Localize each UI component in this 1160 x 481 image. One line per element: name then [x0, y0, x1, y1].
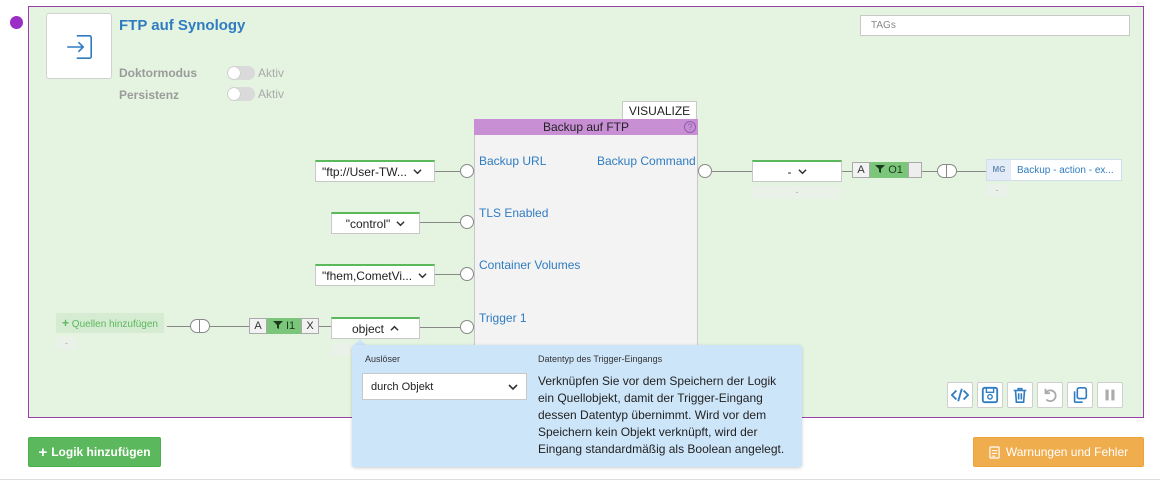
trigger-filter-button[interactable]: I1 [267, 318, 301, 334]
output-label-backup-command: Backup Command [597, 154, 696, 168]
code-button[interactable] [947, 382, 973, 408]
connector-line [319, 326, 331, 327]
help-icon[interactable]: ? [684, 121, 696, 133]
option-label-doctor-mode: Doktormodus [119, 66, 197, 80]
connector-line [167, 326, 192, 327]
add-sources-sub: - [56, 337, 77, 350]
input-label-tls-enabled: TLS Enabled [479, 206, 549, 220]
target-object[interactable]: MG Backup - action - ex... [986, 159, 1122, 181]
add-logic-label: Logik hinzufügen [51, 445, 151, 459]
container-volumes-value: "fhem,CometVi... [322, 268, 413, 283]
connector-line [435, 171, 462, 172]
pause-button[interactable] [1097, 382, 1123, 408]
link-toggle[interactable] [190, 319, 210, 333]
trigger-type-dropdown[interactable]: object [331, 317, 420, 339]
save-button[interactable] [977, 382, 1003, 408]
node-header: Backup auf FTP [474, 119, 698, 135]
trigger-remove-button[interactable]: X [301, 318, 319, 334]
input-port-trigger-1[interactable] [460, 320, 474, 334]
trigger-mode-label: Auslöser [365, 354, 401, 364]
logic-node [474, 119, 698, 347]
add-sources-label: Quellen hinzufügen [71, 319, 158, 330]
connector-line [922, 171, 938, 172]
output-seg-a[interactable]: A [852, 162, 870, 178]
plus-icon: + [62, 316, 70, 330]
logic-title: FTP auf Synology [119, 17, 246, 34]
copy-icon [1073, 386, 1088, 404]
delete-button[interactable] [1007, 382, 1033, 408]
undo-icon [1044, 388, 1057, 402]
popover-arrow [354, 339, 366, 345]
code-icon [951, 388, 969, 402]
trigger-seg-a[interactable]: A [249, 318, 267, 334]
input-label-container-volumes: Container Volumes [479, 258, 581, 272]
connector-line [435, 274, 462, 275]
connector-line [420, 327, 462, 328]
save-icon [981, 386, 999, 404]
output-filter-button[interactable]: O1 [870, 162, 908, 178]
output-value-dropdown[interactable]: - [752, 160, 842, 182]
plus-icon: + [38, 443, 48, 461]
persistence-toggle[interactable] [227, 87, 255, 101]
input-port-container-volumes[interactable] [460, 267, 474, 281]
connector-line [420, 222, 462, 223]
container-volumes-value-dropdown[interactable]: "fhem,CometVi... [315, 264, 435, 286]
output-port-backup-command[interactable] [698, 164, 712, 178]
persistence-state: Aktiv [258, 87, 285, 101]
target-object-label: Backup - action - ex... [1017, 164, 1114, 176]
trash-icon [1013, 387, 1027, 404]
mg-badge: MG [987, 160, 1011, 180]
target-object-sub: - [986, 184, 1008, 197]
connector-line [210, 326, 250, 327]
pause-icon [1105, 389, 1115, 401]
login-arrow-icon [67, 35, 92, 59]
trigger-mode-select[interactable]: durch Objekt [362, 373, 527, 400]
tls-enabled-value-dropdown[interactable]: "control" [331, 212, 420, 234]
doctor-mode-toggle[interactable] [227, 66, 255, 80]
warnings-label: Warnungen und Fehler [1005, 445, 1129, 459]
add-sources-button[interactable]: + Quellen hinzufügen [56, 313, 164, 333]
output-filter-label: O1 [888, 164, 903, 176]
input-label-backup-url: Backup URL [479, 154, 547, 168]
link-toggle[interactable] [937, 164, 957, 178]
output-seg-empty[interactable] [908, 162, 922, 178]
input-port-tls-enabled[interactable] [460, 215, 474, 229]
connector-line [842, 171, 853, 172]
copy-button[interactable] [1067, 382, 1093, 408]
doctor-mode-state: Aktiv [258, 66, 285, 80]
add-logic-button[interactable]: + Logik hinzufügen [28, 437, 161, 467]
trigger-popover [352, 345, 802, 467]
input-label-trigger-1: Trigger 1 [479, 311, 527, 325]
document-icon [989, 445, 1000, 459]
chevron-down-icon [396, 221, 405, 227]
status-dot [10, 16, 23, 29]
connector-line [712, 171, 753, 172]
filter-icon [875, 165, 886, 173]
chevron-down-icon [413, 169, 422, 175]
datatype-label: Datentyp des Trigger-Eingangs [538, 354, 663, 364]
backup-url-value: "ftp://User-TW... [322, 164, 407, 179]
datatype-description: Verknüpfen Sie vor dem Speichern der Log… [538, 374, 785, 456]
input-port-backup-url[interactable] [460, 164, 474, 178]
trigger-type-value: object [351, 321, 385, 336]
backup-url-value-dropdown[interactable]: "ftp://User-TW... [315, 160, 435, 182]
connector-line [957, 171, 987, 172]
visualize-button[interactable]: VISUALIZE [622, 101, 697, 120]
tls-enabled-value: "control" [345, 216, 391, 231]
trigger-mode-value: durch Objekt [371, 380, 434, 393]
option-label-persistence: Persistenz [119, 88, 180, 102]
chevron-up-icon [390, 325, 399, 331]
chevron-down-icon [797, 169, 807, 175]
chevron-down-icon [418, 273, 427, 279]
undo-button[interactable] [1037, 382, 1063, 408]
output-value: - [787, 164, 792, 179]
trigger-filter-label: I1 [285, 320, 296, 332]
logic-logo [46, 13, 112, 79]
warnings-button[interactable]: Warnungen und Fehler [973, 437, 1144, 467]
tags-input[interactable] [860, 15, 1130, 36]
divider [0, 479, 1160, 480]
output-value-sub: - [752, 186, 842, 199]
chevron-down-icon [508, 383, 518, 390]
filter-icon [272, 321, 283, 329]
